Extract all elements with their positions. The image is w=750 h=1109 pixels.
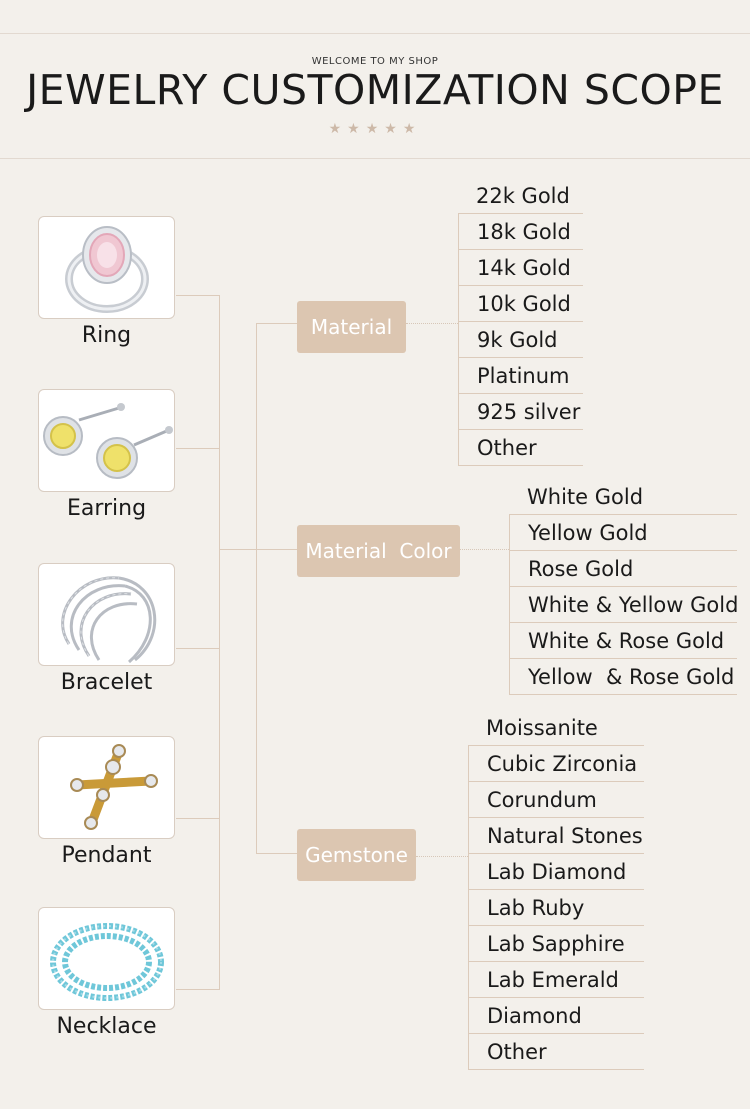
option-item: Rose Gold <box>509 551 737 587</box>
bracket-line <box>219 295 220 990</box>
dotted-connector <box>460 549 509 550</box>
bracket-line <box>256 323 257 854</box>
option-item: Cubic Zirconia <box>468 746 644 782</box>
option-item: Diamond <box>468 998 644 1034</box>
top-divider <box>0 33 750 34</box>
option-item: Corundum <box>468 782 644 818</box>
earring-image <box>38 389 175 492</box>
ring-image <box>38 216 175 319</box>
rating-stars-icon: ★★★★★ <box>328 121 422 137</box>
option-item: Lab Emerald <box>468 962 644 998</box>
connector-line <box>176 448 220 449</box>
option-item: Yellow Gold <box>509 515 737 551</box>
category-material: Material <box>297 301 406 353</box>
option-item: 10k Gold <box>458 286 583 322</box>
category-gemstone: Gemstone <box>297 829 416 881</box>
option-item: 22k Gold <box>458 178 583 214</box>
gemstone-options: Moissanite Cubic Zirconia Corundum Natur… <box>468 710 644 1070</box>
connector-line <box>219 549 257 550</box>
connector-line <box>176 295 220 296</box>
material-options: 22k Gold 18k Gold 14k Gold 10k Gold 9k G… <box>458 178 583 466</box>
product-label: Pendant <box>61 843 152 868</box>
category-material-color: Material Color <box>297 525 460 577</box>
connector-line <box>256 853 297 854</box>
welcome-text: WELCOME TO MY SHOP <box>311 56 439 67</box>
product-label: Bracelet <box>60 670 153 695</box>
connector-line <box>176 648 220 649</box>
option-item: 925 silver <box>458 394 583 430</box>
option-item: White & Yellow Gold <box>509 587 738 623</box>
option-item: Lab Sapphire <box>468 926 644 962</box>
page-title: JEWELRY CUSTOMIZATION SCOPE <box>26 66 724 114</box>
option-item: Platinum <box>458 358 583 394</box>
option-item: Other <box>458 430 583 466</box>
option-item: 14k Gold <box>458 250 583 286</box>
dotted-connector <box>406 323 458 324</box>
connector-line <box>176 989 220 990</box>
necklace-image <box>38 907 175 1010</box>
option-item: Natural Stones <box>468 818 644 854</box>
option-item: Yellow & Rose Gold <box>509 659 737 695</box>
product-label: Earring <box>66 496 147 521</box>
option-item: 9k Gold <box>458 322 583 358</box>
connector-line <box>256 323 297 324</box>
option-item: Lab Diamond <box>468 854 644 890</box>
option-item: White Gold <box>509 479 737 515</box>
option-item: Other <box>468 1034 644 1070</box>
dotted-connector <box>416 856 468 857</box>
bracelet-image <box>38 563 175 666</box>
option-item: Lab Ruby <box>468 890 644 926</box>
option-item: 18k Gold <box>458 214 583 250</box>
product-label: Ring <box>81 323 132 348</box>
connector-line <box>256 549 297 550</box>
material-color-options: White Gold Yellow Gold Rose Gold White &… <box>509 479 738 695</box>
option-item: Moissanite <box>468 710 644 746</box>
product-label: Necklace <box>56 1014 157 1039</box>
pendant-image <box>38 736 175 839</box>
option-item: White & Rose Gold <box>509 623 737 659</box>
header-divider <box>0 158 750 159</box>
connector-line <box>176 818 220 819</box>
